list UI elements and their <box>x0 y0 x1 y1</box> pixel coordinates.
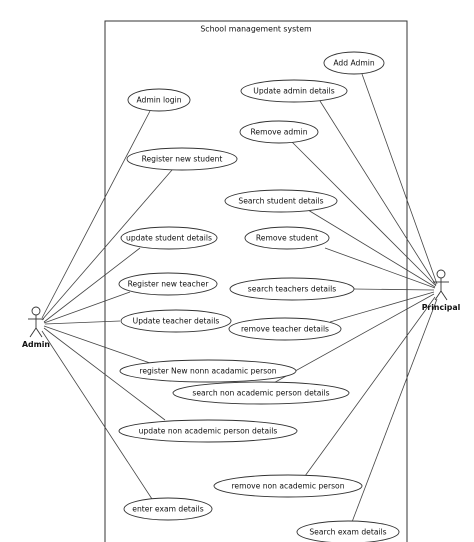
label-remove-student: Remove student <box>256 234 318 243</box>
assoc-search-exam-details <box>351 298 438 523</box>
label-admin-login: Admin login <box>136 96 181 105</box>
assoc-search-teachers-details <box>353 288 435 291</box>
label-search-student-details: Search student details <box>238 197 323 206</box>
use-case-search-teachers-details <box>229 277 355 301</box>
assoc-update-admin-details <box>319 100 437 286</box>
admin-associations <box>41 110 173 500</box>
label-search-non-academic: search non academic person details <box>192 389 329 398</box>
assoc-remove-non-academic <box>304 296 436 477</box>
label-remove-admin: Remove admin <box>250 128 307 137</box>
label-register-new-teacher: Register new teacher <box>128 280 210 289</box>
use-case-add-admin <box>323 51 385 75</box>
assoc-update-student-details <box>43 247 141 323</box>
use-case-update-student-details <box>120 226 218 250</box>
label-update-admin-details: Update admin details <box>253 87 334 96</box>
use-case-register-new-teacher <box>118 272 218 296</box>
use-case-enter-exam-details <box>123 497 213 521</box>
label-remove-non-academic: remove non academic person <box>231 482 344 491</box>
use-case-search-student-details <box>224 189 338 213</box>
label-add-admin: Add Admin <box>333 59 375 68</box>
label-update-non-academic: update non academic person details <box>139 427 278 436</box>
label-update-teacher-details: Update teacher details <box>133 317 220 326</box>
assoc-add-admin <box>361 73 438 285</box>
use-case-search-non-academic <box>172 381 350 405</box>
use-case-search-exam-details <box>296 520 400 542</box>
assoc-enter-exam-details <box>41 330 153 500</box>
assoc-search-student-details <box>307 209 436 288</box>
assoc-register-new-student <box>41 169 173 321</box>
use-case-update-admin-details <box>240 79 348 103</box>
use-case-register-new-student <box>126 147 238 171</box>
assoc-update-teacher-details <box>44 320 121 325</box>
assoc-search-non-academic <box>269 293 435 386</box>
label-search-exam-details: Search exam details <box>309 528 386 537</box>
admin-actor-icon <box>28 306 44 338</box>
assoc-register-non-academic <box>43 325 151 364</box>
assoc-register-new-teacher <box>43 291 131 324</box>
use-case-remove-teacher-details <box>228 317 342 341</box>
label-remove-teacher-details: remove teacher details <box>241 325 329 334</box>
label-register-new-student: Register new student <box>142 155 223 164</box>
use-case-register-non-academic <box>119 359 297 383</box>
use-case-remove-student <box>244 226 330 250</box>
use-case-update-non-academic <box>118 419 298 443</box>
assoc-remove-student <box>324 247 436 289</box>
assoc-remove-teacher-details <box>329 291 435 323</box>
admin-actor-label: Admin <box>22 340 50 349</box>
system-title: School management system <box>200 25 311 34</box>
use-case-remove-admin <box>239 120 319 144</box>
assoc-remove-admin <box>291 141 437 287</box>
assoc-admin-login <box>41 110 151 319</box>
principal-actor-label: Principal <box>422 303 461 312</box>
label-enter-exam-details: enter exam details <box>132 505 204 514</box>
label-update-student-details: update student details <box>126 234 212 243</box>
use-case-admin-login <box>127 88 191 112</box>
principal-actor-icon <box>433 269 449 301</box>
label-register-non-academic: register New nonn acadamic person <box>139 367 276 376</box>
use-case-remove-non-academic <box>213 474 363 498</box>
assoc-update-non-academic <box>43 327 166 421</box>
label-search-teachers-details: search teachers details <box>248 285 336 294</box>
use-case-update-teacher-details <box>120 309 232 333</box>
principal-associations <box>269 73 438 523</box>
